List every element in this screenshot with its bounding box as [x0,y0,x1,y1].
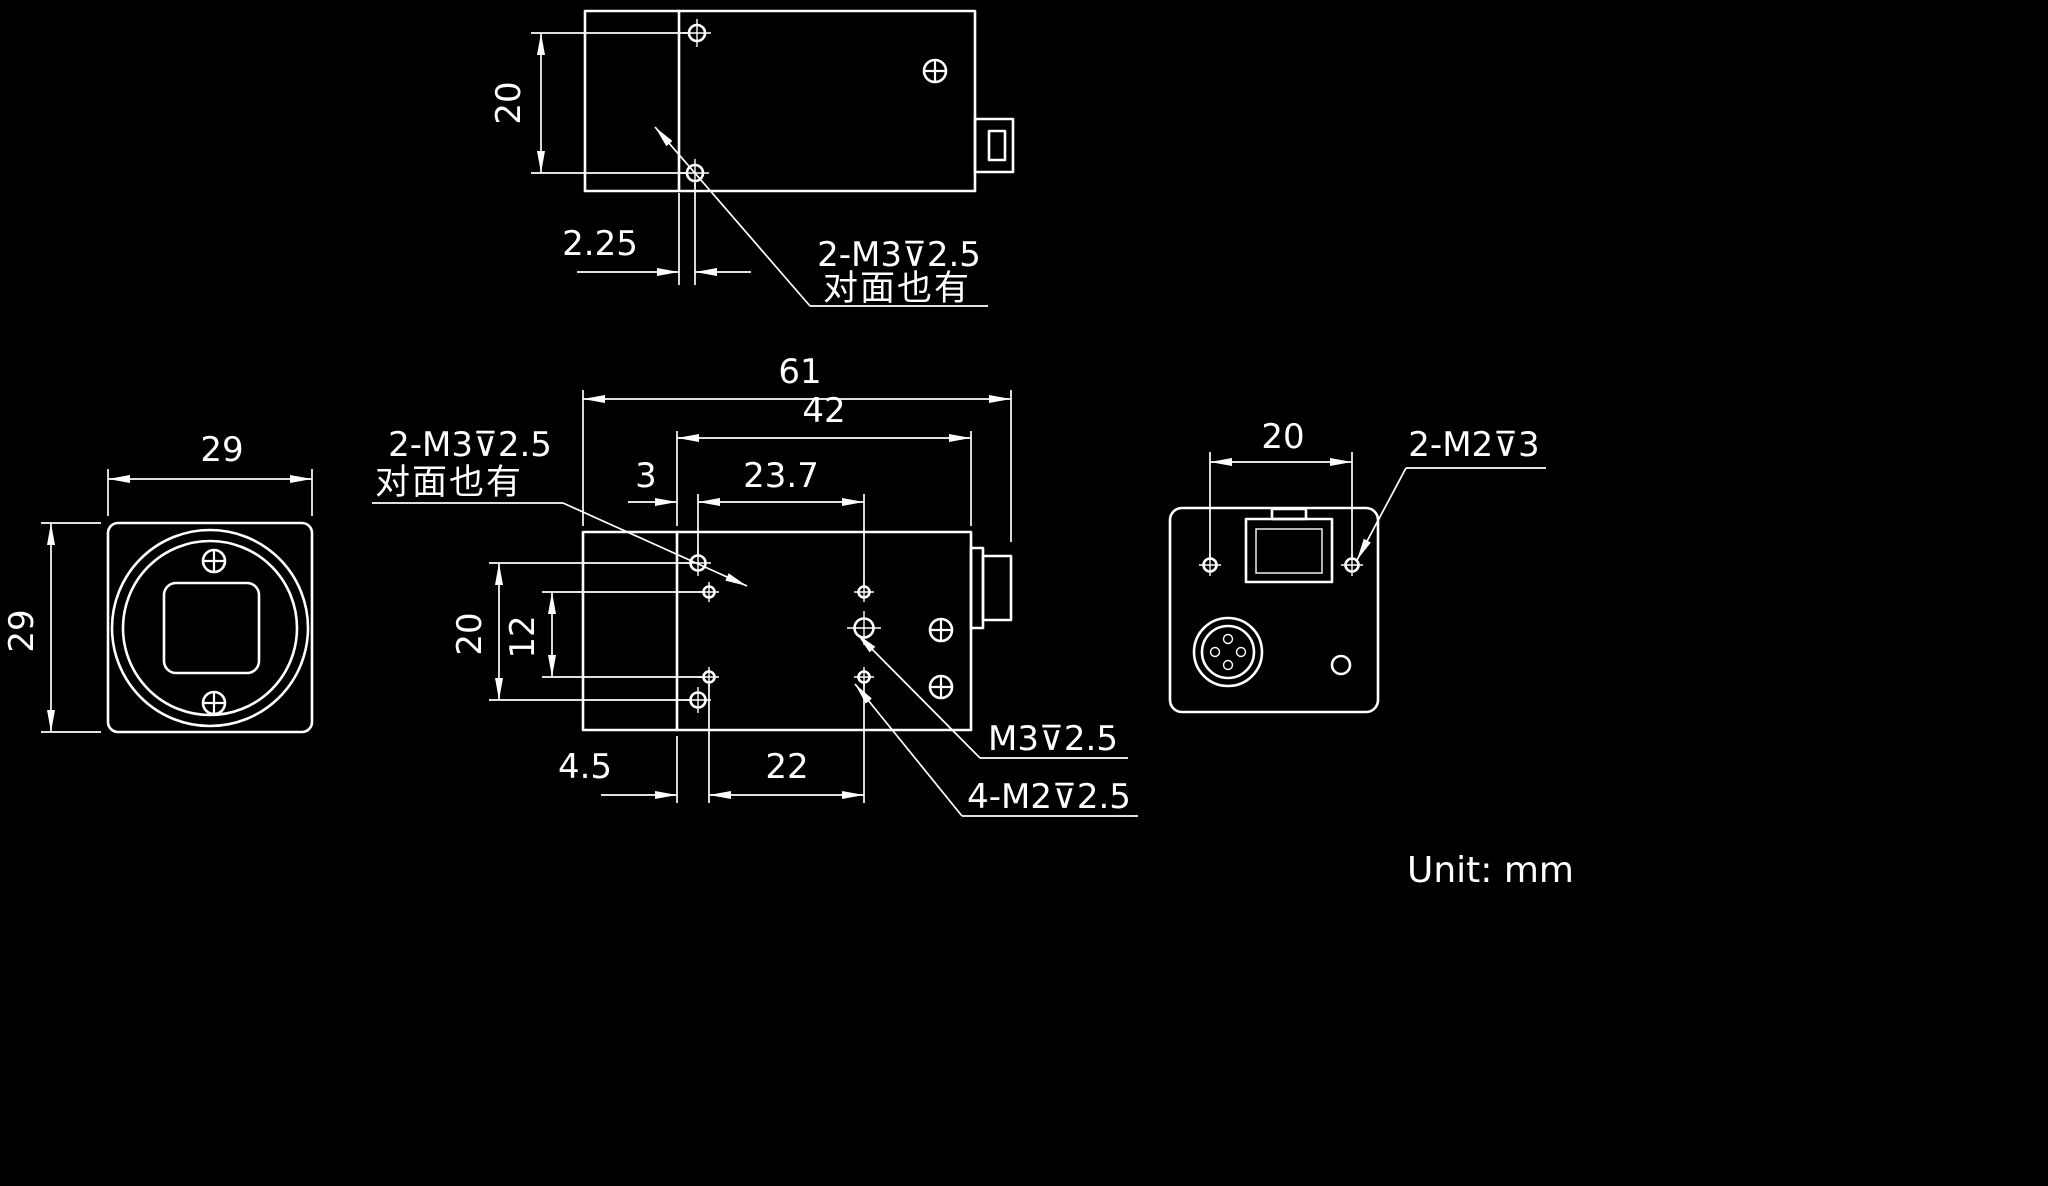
dim-top-2-25: 2.25 [562,183,751,285]
callout-m3-center: M3⊽2.5 [856,633,1128,759]
callout-side-m3-line1: 2-M3⊽2.5 [388,425,552,465]
dim-side-4-5-and-22: 4.5 22 [558,684,865,803]
lens-mount-outer-circle [110,528,310,728]
callout-top-m3-line1: 2-M3⊽2.5 [817,235,981,275]
rear-connector-side [969,546,1013,630]
power-connector [1192,616,1264,688]
dim-label-42: 42 [802,391,845,431]
front-housing [106,521,314,734]
dim-label-22: 22 [765,747,808,787]
unit-note: Unit: mm [1407,850,1574,891]
housing-screw-top [922,58,948,84]
screw-hole-m2-top-left [699,582,719,602]
callout-side-m3-line2: 对面也有 [375,463,523,503]
front-screw-bottom [201,690,227,716]
rear-connector-top [973,117,1015,174]
dim-top-20: 20 [489,32,689,174]
dim-label-back-20: 20 [1261,417,1304,457]
dim-label-top-2-25: 2.25 [562,224,638,264]
callout-top-m3: 2-M3⊽2.5 对面也有 [654,126,988,309]
back-housing [1168,506,1380,714]
callout-side-m3-pair: 2-M3⊽2.5 对面也有 [372,425,748,587]
callout-back-m2: 2-M2⊽3 [1356,425,1546,561]
dim-label-23-7: 23.7 [743,456,819,496]
dim-front-height-29: 29 [2,522,101,733]
side-view: 61 42 3 23.7 20 12 [372,352,1138,817]
screw-hole-m2-bottom-right [854,667,874,687]
dim-back-20: 20 [1209,417,1353,557]
dim-side-20: 20 [450,562,690,701]
dim-label-front-width: 29 [200,430,243,470]
callout-top-m3-line2: 对面也有 [823,269,971,309]
housing-screw-side-upper [928,617,954,643]
screw-hole-m2-bottom-left [699,667,719,687]
housing-screw-side-lower [928,674,954,700]
callout-m2-four: 4-M2⊽2.5 [854,683,1138,817]
screw-hole-m2-back-left [1199,554,1221,576]
screw-hole-m2-back-right [1341,554,1363,576]
front-screw-top [201,548,227,574]
dim-front-width-29: 29 [107,430,313,516]
dim-label-top-20: 20 [489,81,529,124]
dim-side-12: 12 [503,591,702,678]
rj45-port [1244,507,1334,584]
sensor-window [162,581,261,675]
dim-side-3-and-23-7: 3 23.7 [628,456,865,585]
callout-back-m2-label: 2-M2⊽3 [1408,425,1539,465]
dim-label-3: 3 [635,456,657,496]
indicator-hole [1330,654,1352,676]
dim-label-61: 61 [778,352,821,392]
dim-label-4-5: 4.5 [558,747,612,787]
screw-hole-m2-top-right [854,582,874,602]
lens-mount-inner-circle [121,539,299,717]
dim-side-61: 61 [582,352,1012,542]
dim-label-front-height: 29 [2,609,42,652]
front-view: 29 29 [2,430,314,734]
dim-label-side-20: 20 [450,612,490,655]
top-view: 20 2.25 2-M3⊽2.5 对面也有 [489,9,1015,309]
callout-m3-center-label: M3⊽2.5 [988,719,1118,759]
dim-label-12: 12 [503,615,543,658]
back-view: 20 2-M2⊽3 [1168,417,1546,714]
callout-m2-four-label: 4-M2⊽2.5 [967,777,1131,817]
side-view-outline [581,530,973,732]
top-view-outline [583,9,977,193]
dim-side-42: 42 [676,391,972,526]
